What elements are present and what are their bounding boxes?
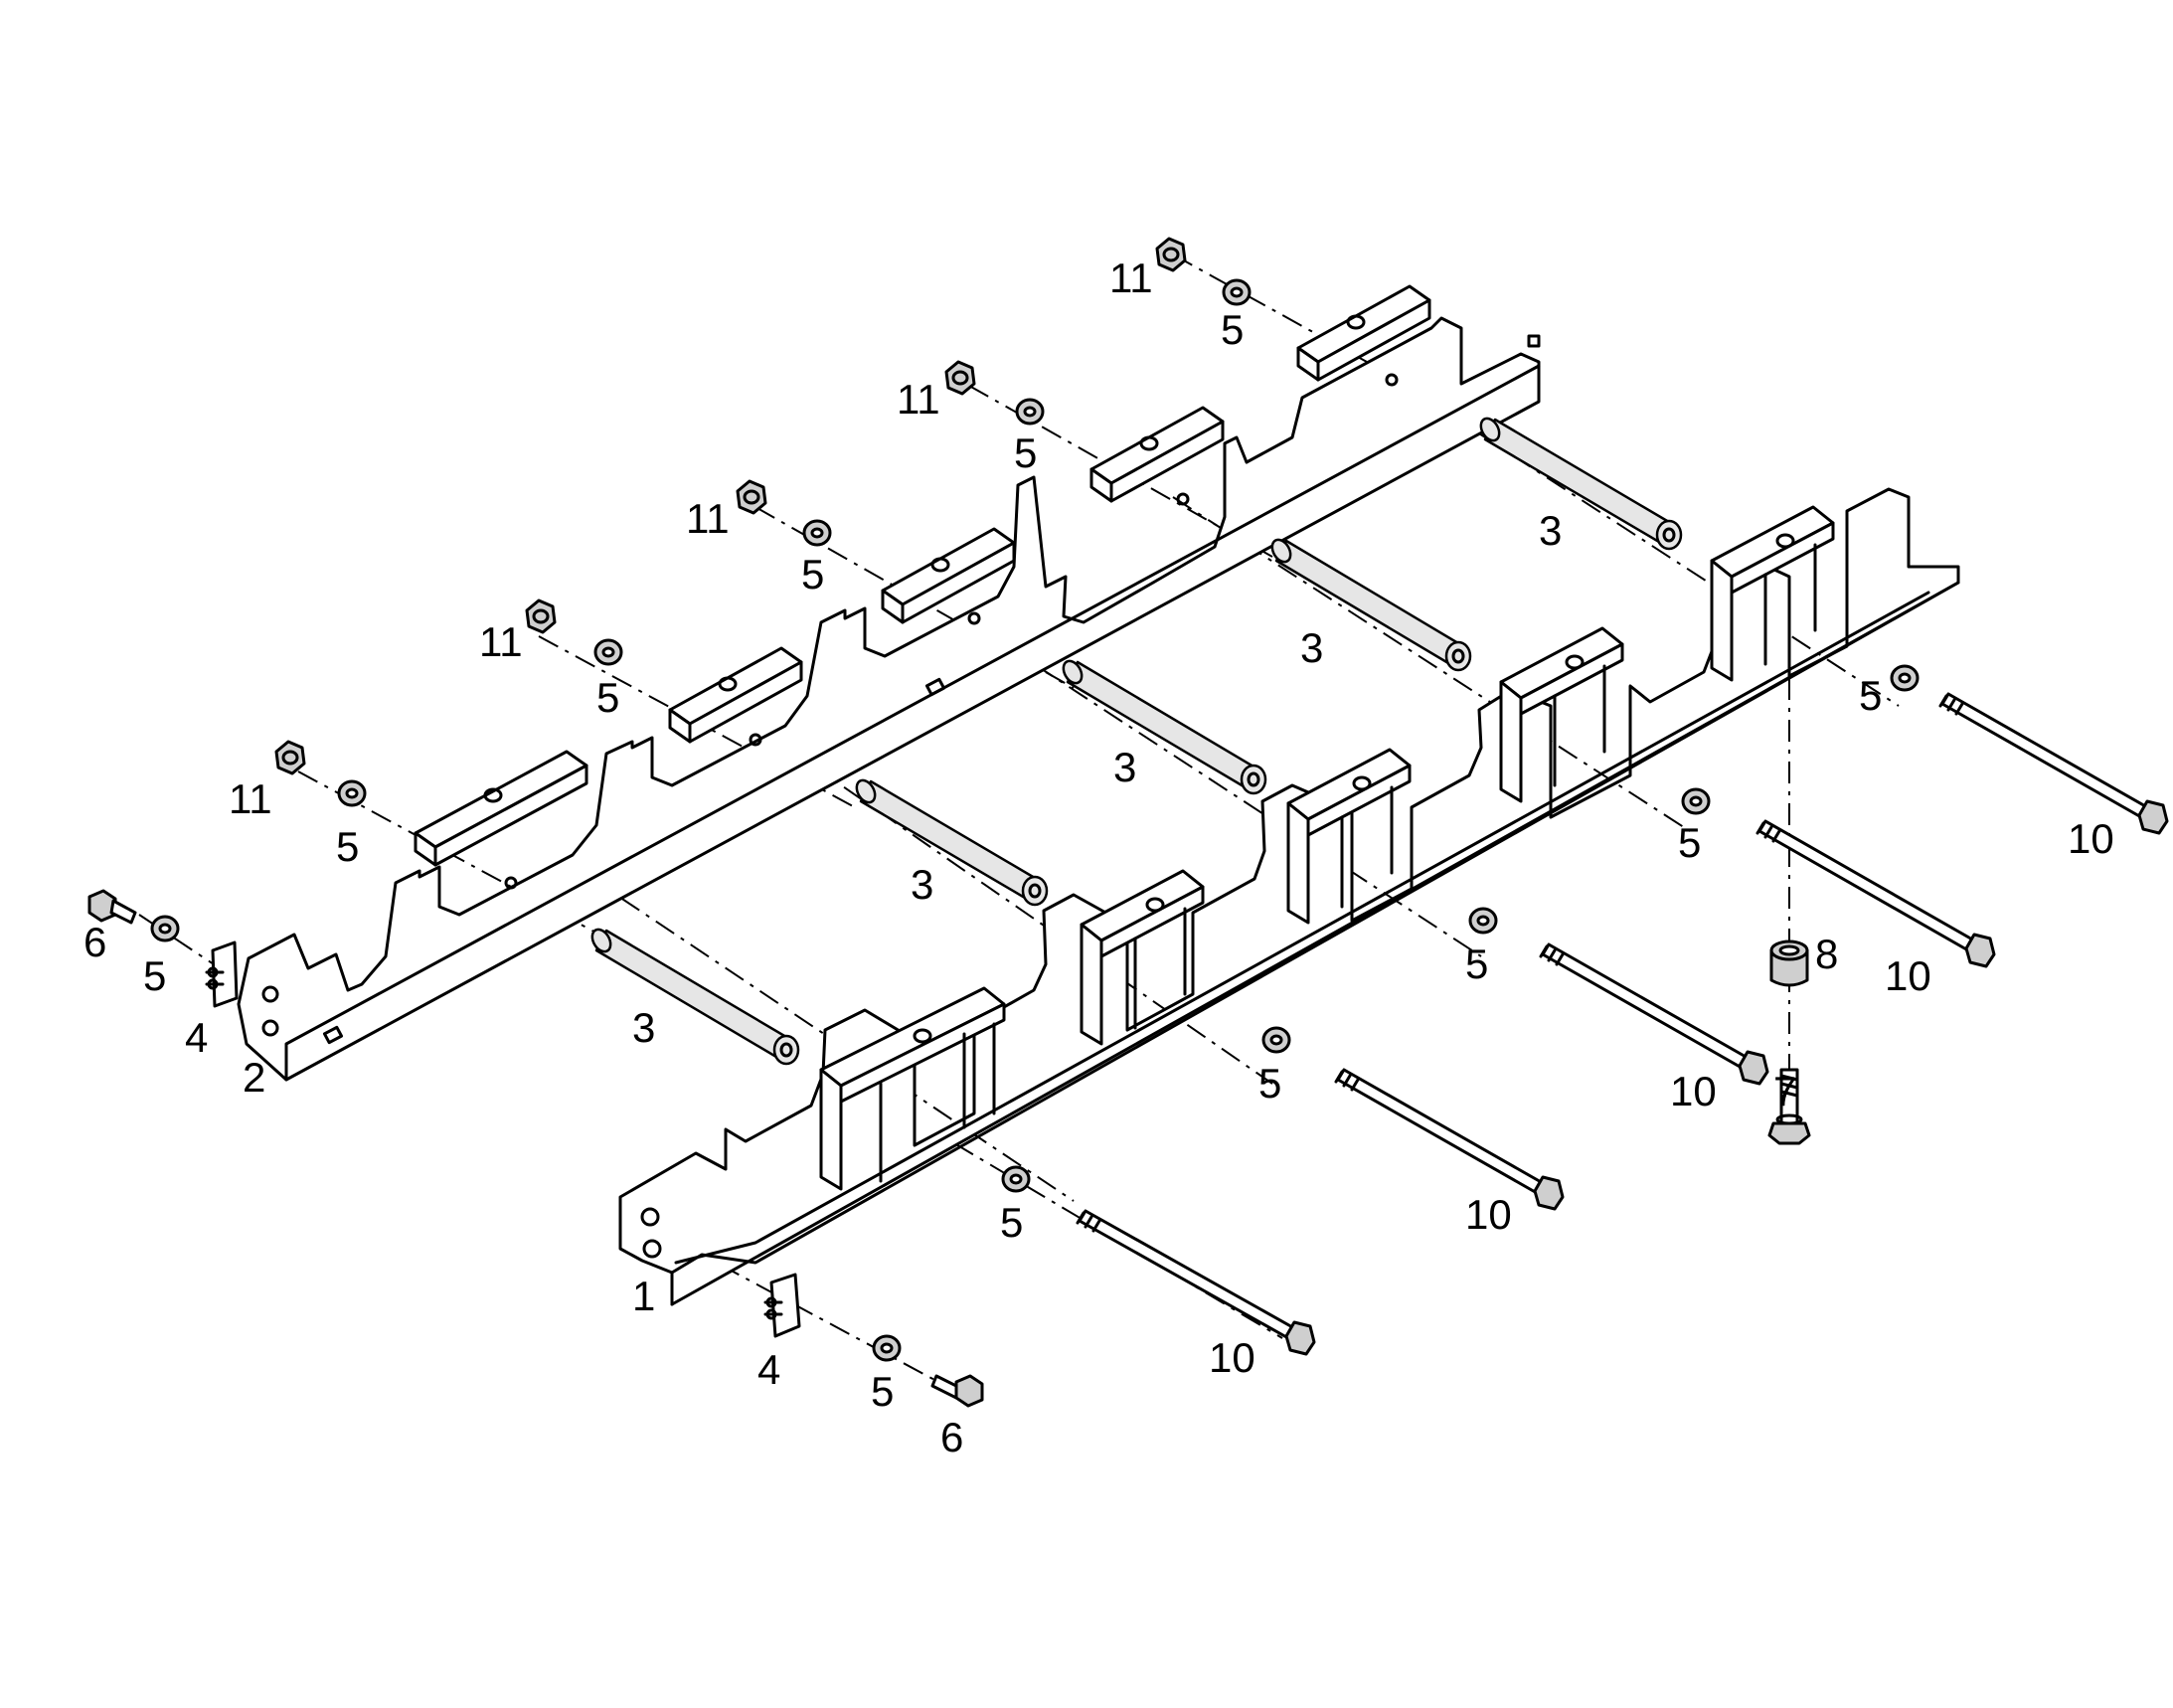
callout-part-1: 1 <box>632 1273 655 1319</box>
rollers <box>590 417 1683 1066</box>
callout-long-bolt: 10 <box>1465 1191 1512 1238</box>
clip-icon <box>205 940 239 1008</box>
bolt-icon <box>1334 1068 1565 1211</box>
nut-icon <box>736 479 767 515</box>
callout-washer: 5 <box>336 823 359 870</box>
callout-long-bolt: 10 <box>1670 1068 1717 1114</box>
callout-washer: 5 <box>1000 1199 1023 1246</box>
callout-roller: 3 <box>1113 744 1136 790</box>
callout-short-bolt: 6 <box>940 1414 963 1460</box>
callout-short-bolt: 6 <box>84 919 106 965</box>
callout-long-bolt: 10 <box>1209 1334 1255 1381</box>
roller <box>855 778 1049 907</box>
callout-nut: 11 <box>479 618 523 665</box>
clip-icon <box>763 1273 801 1338</box>
callout-bolt-7: 7 <box>1773 1068 1796 1114</box>
nut-icon <box>525 598 557 634</box>
washer-icon <box>1681 787 1711 815</box>
washer-icon <box>1015 398 1045 426</box>
washers <box>150 278 1920 1362</box>
nut-icon <box>274 740 306 775</box>
callout-roller: 3 <box>632 1004 655 1051</box>
back-frame-rail <box>237 316 1541 1082</box>
roller <box>1062 659 1267 795</box>
callout-roller: 3 <box>1300 624 1323 671</box>
washer-icon <box>1890 664 1920 692</box>
callout-washer: 5 <box>871 1368 894 1415</box>
washer-icon <box>150 915 180 942</box>
callout-labels: 1 2 3 3 3 3 3 4 4 5 5 5 5 5 5 5 5 5 5 5 … <box>84 255 2114 1460</box>
roller <box>590 928 800 1066</box>
washer-icon <box>1261 1026 1291 1054</box>
callout-washer: 5 <box>143 952 166 999</box>
callout-washer: 5 <box>596 674 619 721</box>
washer-icon <box>593 638 623 666</box>
washer-icon <box>337 779 367 807</box>
spacer-icon <box>1769 939 1809 987</box>
callout-roller: 3 <box>911 861 933 908</box>
washer-icon <box>872 1334 902 1362</box>
nuts <box>274 237 1187 775</box>
washer-icon <box>1222 278 1252 306</box>
washer-icon <box>1468 907 1498 935</box>
callout-washer: 5 <box>1258 1060 1281 1107</box>
callout-clip: 4 <box>185 1014 208 1061</box>
callout-long-bolt: 10 <box>2068 815 2114 862</box>
callout-nut: 11 <box>897 376 940 423</box>
clips <box>205 940 801 1338</box>
callout-washer: 5 <box>1859 672 1882 719</box>
callout-washer: 5 <box>1221 306 1244 353</box>
callout-long-bolt: 10 <box>1885 952 1931 999</box>
washer-icon <box>802 519 832 547</box>
callout-nut: 11 <box>1109 255 1153 301</box>
back-rail-saddles <box>414 284 1431 867</box>
bolt-icon <box>1076 1209 1316 1356</box>
callout-spacer-8: 8 <box>1815 931 1838 977</box>
callout-washer: 5 <box>1678 819 1701 866</box>
callout-washer: 5 <box>1465 940 1488 987</box>
bolt-icon <box>1755 819 1996 968</box>
vertical-bolt-icon <box>1767 1068 1811 1145</box>
roller <box>1270 538 1472 672</box>
callout-roller: 3 <box>1539 507 1562 554</box>
callout-nut: 11 <box>686 495 730 542</box>
bolt-icon <box>1539 942 1769 1086</box>
roller <box>1479 417 1683 551</box>
nut-icon <box>944 360 976 396</box>
nut-icon <box>1155 237 1187 272</box>
front-rail-brackets <box>819 505 1835 1191</box>
callout-part-2: 2 <box>243 1054 265 1101</box>
bolt-icon <box>1938 692 2169 835</box>
short-bolts <box>87 889 984 1408</box>
long-bolts <box>1076 692 2169 1356</box>
washer-icon <box>1001 1165 1031 1193</box>
callout-washer: 5 <box>1014 429 1037 476</box>
short-bolt-icon <box>930 1374 984 1408</box>
callout-clip: 4 <box>757 1346 780 1393</box>
callout-washer: 5 <box>801 551 824 598</box>
callout-nut: 11 <box>229 775 272 822</box>
short-bolt-icon <box>87 889 137 925</box>
